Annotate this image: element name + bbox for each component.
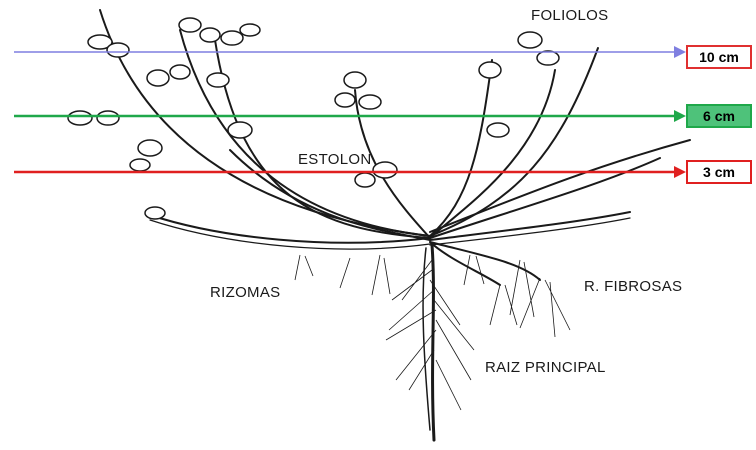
arrow-head-icon bbox=[674, 46, 686, 58]
height-box-10cm: 10 cm bbox=[686, 45, 752, 69]
label-raiz-principal: RAIZ PRINCIPAL bbox=[485, 359, 606, 376]
arrow-head-icon bbox=[674, 110, 686, 122]
label-r-fibrosas: R. FIBROSAS bbox=[584, 278, 682, 295]
height-box-6cm: 6 cm bbox=[686, 104, 752, 128]
label-rizomas: RIZOMAS bbox=[210, 284, 280, 301]
label-foliolos: FOLIOLOS bbox=[531, 7, 608, 24]
height-box-3cm: 3 cm bbox=[686, 160, 752, 184]
label-estolon: ESTOLON bbox=[298, 151, 372, 168]
arrow-head-icon bbox=[674, 166, 686, 178]
